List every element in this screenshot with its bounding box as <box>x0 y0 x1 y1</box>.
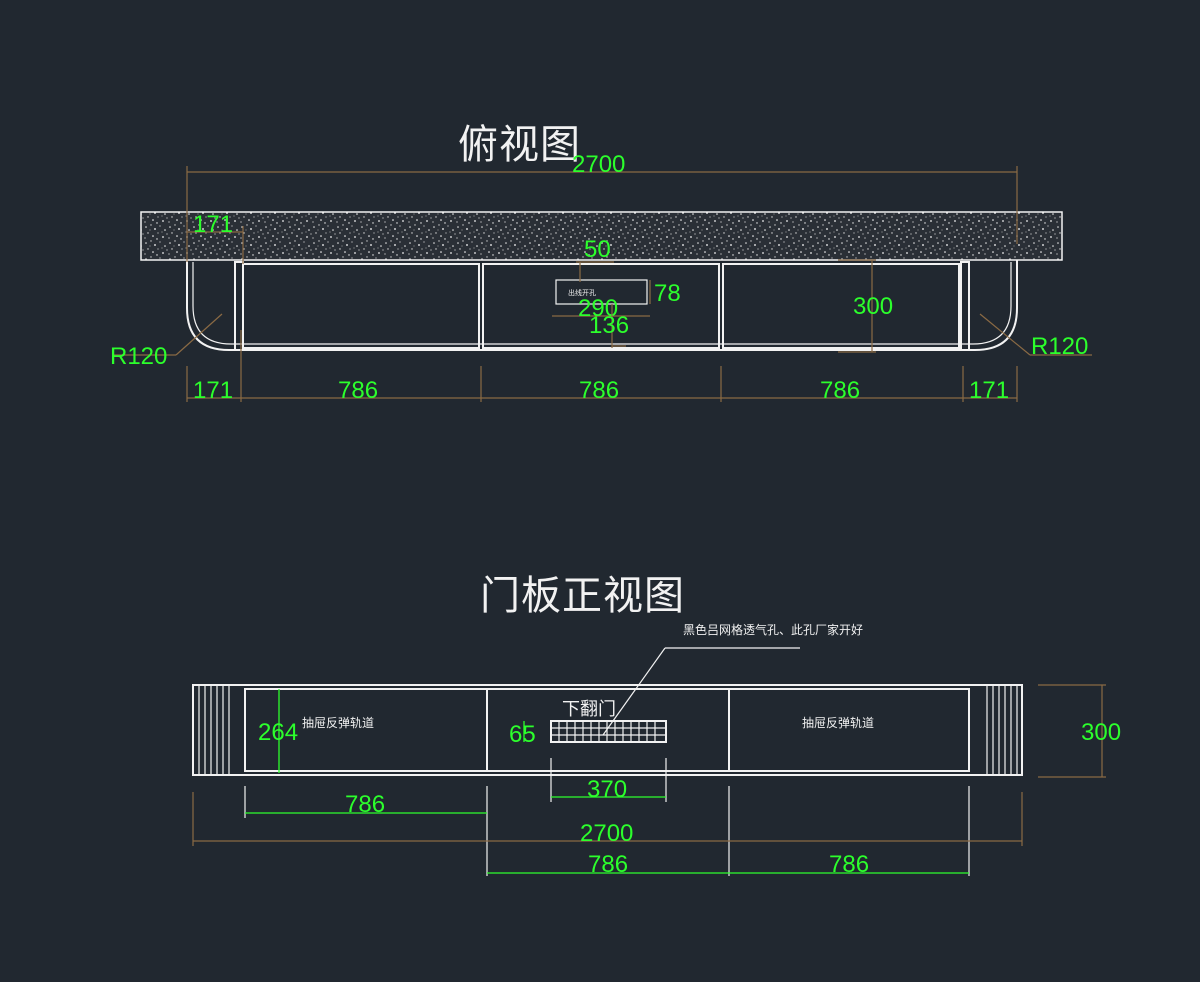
dim-top-slot-offset: 136 <box>589 312 629 339</box>
dim-front-height: 300 <box>1081 719 1121 746</box>
dim-top-slot-width: 290 <box>578 295 618 322</box>
top-view-title: 俯视图 <box>458 122 581 168</box>
dim-bottom-5: 171 <box>969 377 1009 404</box>
dim-top-radius-left: R120 <box>110 343 167 370</box>
cabinet-outline <box>186 260 1018 351</box>
dim-bottom-2: 786 <box>338 377 378 404</box>
compartment-left <box>242 263 480 349</box>
front-panel-left-label: 抽屉反弹轨道 <box>302 716 374 730</box>
front-panel-right <box>728 688 970 772</box>
dim-top-radius-right: R120 <box>1031 333 1088 360</box>
right-fluted-end <box>986 685 1018 775</box>
vent-grille <box>550 720 667 743</box>
front-panel-right-label: 抽屉反弹轨道 <box>802 716 874 730</box>
countertop <box>140 211 1063 261</box>
dim-front-left-panel: 786 <box>345 791 385 818</box>
vent-leader-note: 黑色吕网格透气孔、此孔厂家开好 <box>683 622 863 637</box>
dim-front-right-panel: 786 <box>829 851 869 878</box>
cabinet-inner-outline <box>192 262 1012 345</box>
right-end-post <box>960 261 970 351</box>
cable-slot-label: 出线开孔 <box>568 288 596 297</box>
cable-slot <box>555 279 648 305</box>
dim-bottom-1: 171 <box>193 377 233 404</box>
dim-top-depth: 300 <box>853 293 893 320</box>
dim-front-panel-height: 264 <box>258 719 298 746</box>
left-end-post <box>234 261 244 351</box>
dim-bottom-3: 786 <box>579 377 619 404</box>
dim-bottom-4: 786 <box>820 377 860 404</box>
dim-front-center-panel: 786 <box>588 851 628 878</box>
dim-top-end-left: 171 <box>193 211 233 238</box>
dim-front-overall: 2700 <box>580 820 633 847</box>
dim-top-drop: 50 <box>584 236 611 263</box>
dim-top-slot-depth: 78 <box>654 280 681 307</box>
front-view: 抽屉反弹轨道 抽屉反弹轨道 下翻门 <box>192 622 1121 878</box>
dim-front-vent-height: 65 <box>509 721 536 748</box>
dim-top-overall: 2700 <box>572 151 625 178</box>
compartment-center <box>482 263 720 349</box>
left-fluted-end <box>198 685 230 775</box>
front-frame <box>192 684 1023 776</box>
compartment-right <box>722 263 960 349</box>
dim-front-vent-width: 370 <box>587 776 627 803</box>
front-panel-center-label: 下翻门 <box>562 699 616 720</box>
top-view: 出线开孔 2700 171 50 78 290 136 300 R120 <box>110 151 1092 404</box>
front-view-title: 门板正视图 <box>480 573 685 619</box>
